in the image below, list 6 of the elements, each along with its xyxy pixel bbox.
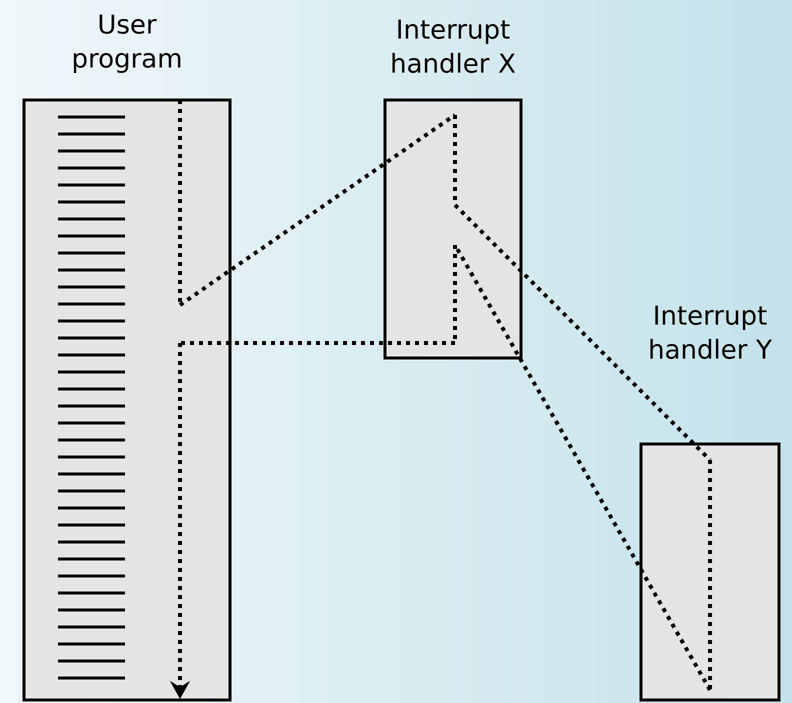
program-box: User program <box>22 14 232 702</box>
node-label: Interrupt handler X <box>392 20 516 73</box>
program-box: Interrupt handler X <box>384 20 522 360</box>
program-box: Interrupt handler Y <box>640 306 780 702</box>
node-label: Interrupt handler Y <box>650 306 772 359</box>
node-label: User program <box>74 14 180 73</box>
